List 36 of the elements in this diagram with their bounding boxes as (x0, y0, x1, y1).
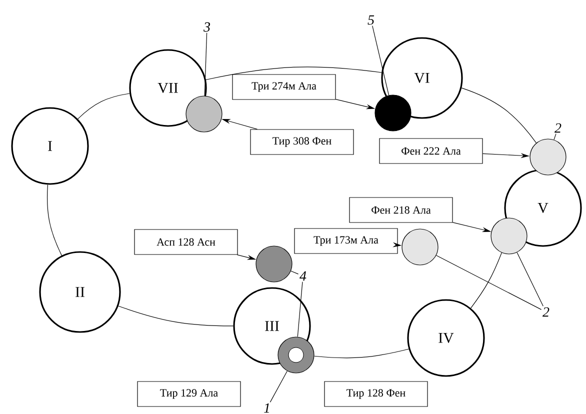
leader-line (516, 252, 544, 306)
leader-line (436, 255, 542, 310)
leader-line (372, 26, 390, 96)
ring-marker (278, 336, 314, 374)
callout-number: 3 (204, 22, 210, 32)
leader-line (204, 32, 208, 96)
connector-line (461, 88, 537, 144)
connector-line (78, 93, 130, 120)
callout-number: 2 (554, 123, 562, 133)
leader-line (270, 370, 288, 402)
label-box: Тир 128 Фен (324, 381, 428, 407)
connector-line (314, 348, 410, 358)
connector-line (470, 252, 502, 308)
filled-circle (402, 228, 438, 266)
label-box: Три 274м Ала (232, 74, 336, 100)
filled-circle (530, 138, 566, 176)
filled-circle (490, 218, 528, 254)
callout-number: 4 (300, 271, 306, 281)
callout-number: 5 (368, 15, 374, 25)
leader-line (290, 270, 299, 274)
filled-circle (374, 94, 412, 132)
label-box: Тир 308 Фен (250, 129, 354, 155)
label-box: Три 173м Ала (294, 228, 398, 254)
connector-line (118, 306, 234, 326)
filled-circle (256, 246, 292, 282)
callout-number: 1 (264, 403, 269, 413)
connector-line (46, 184, 62, 256)
callout-number: 2 (542, 307, 550, 317)
label-box: Фен 222 Ала (379, 138, 483, 164)
filled-circle (186, 96, 222, 132)
label-box: Тир 129 Ала (137, 381, 241, 407)
leader-line (297, 282, 303, 338)
connector-line (206, 66, 382, 80)
label-box: Асп 128 Асн (134, 229, 238, 255)
leader-line (554, 134, 556, 140)
label-box: Фен 218 Ала (349, 197, 453, 223)
